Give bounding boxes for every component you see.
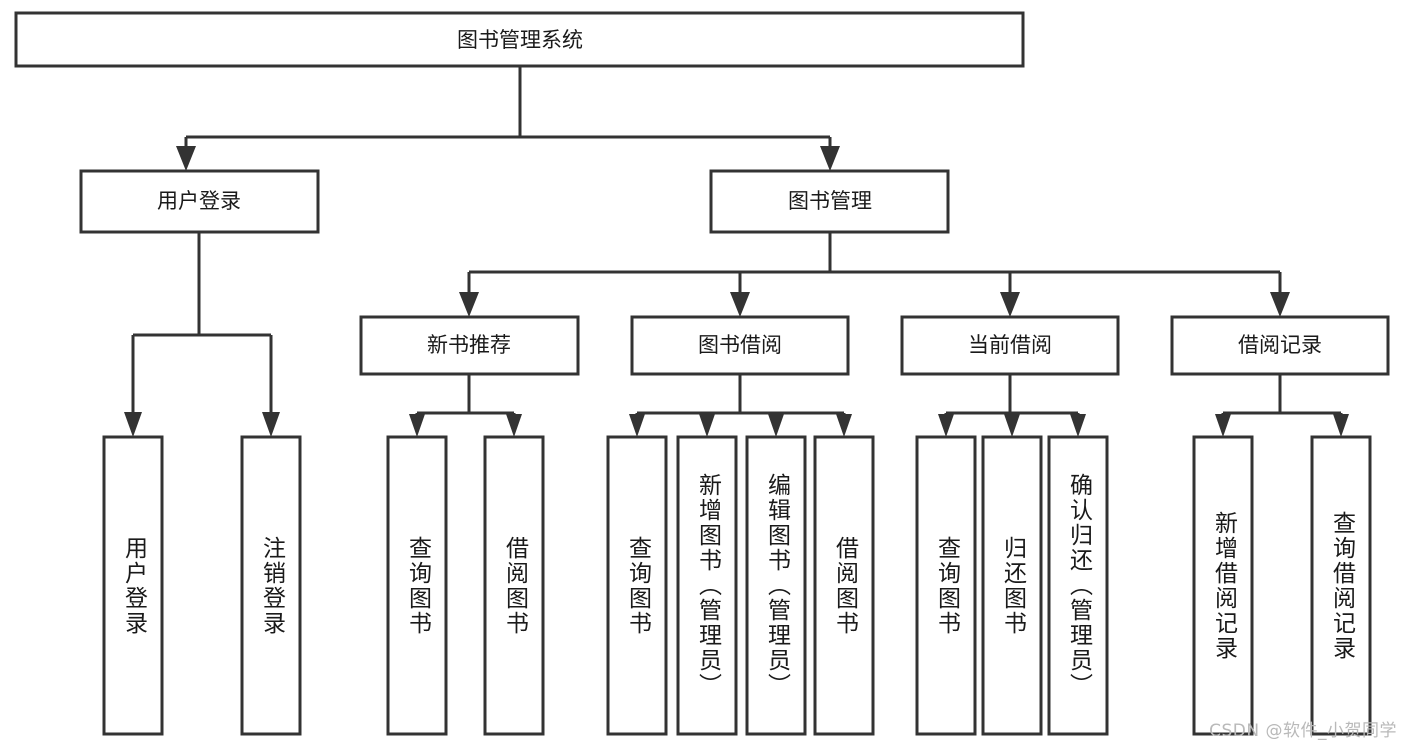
node-box-leaf-cb-query-book[interactable] (915, 435, 977, 736)
connector-group-book-manage (459, 232, 1290, 317)
node-root[interactable]: 图书管理系统 (14, 11, 1025, 68)
node-borrow-record[interactable]: 借阅记录 (1170, 315, 1390, 376)
arrow-head-cb-confirm-return (1070, 414, 1086, 437)
arrow-head-current-borrow (1000, 292, 1020, 317)
node-box-borrow-record[interactable] (1170, 315, 1390, 376)
node-box-leaf-nbr-query-book[interactable] (386, 435, 448, 736)
connector-group-borrow-record (1215, 374, 1349, 437)
node-box-leaf-br-add-record[interactable] (1192, 435, 1254, 736)
arrow-head-br-query-record (1333, 414, 1349, 437)
node-label-borrow-record: 借阅记录 (1238, 333, 1322, 357)
node-label-root: 图书管理系统 (457, 28, 583, 52)
arrow-head-book-manage (820, 146, 840, 171)
connector-group-book-borrow (629, 374, 852, 437)
arrow-head-cb-return-book (1004, 414, 1020, 437)
node-label-current-borrow: 当前借阅 (968, 333, 1052, 357)
node-box-current-borrow[interactable] (900, 315, 1120, 376)
arrow-head-leaf-user-login (124, 412, 142, 437)
node-label-book-manage: 图书管理 (788, 189, 872, 213)
node-box-leaf-bb-edit-book[interactable] (745, 435, 807, 736)
node-box-book-borrow[interactable] (630, 315, 850, 376)
node-box-leaf-bb-add-book[interactable] (676, 435, 738, 736)
arrow-head-br-add-record (1215, 414, 1231, 437)
node-label-book-borrow: 图书借阅 (698, 333, 782, 357)
node-label-user-login: 用户登录 (157, 189, 241, 213)
arrow-head-bb-add-book (699, 414, 715, 437)
arrow-head-leaf-logout (262, 412, 280, 437)
arrow-head-book-borrow (730, 292, 750, 317)
arrow-head-bb-edit-book (768, 414, 784, 437)
node-box-leaf-nbr-borrow-book[interactable] (483, 435, 545, 736)
node-box-book-manage[interactable] (709, 169, 950, 234)
node-box-user-login[interactable] (79, 169, 320, 234)
node-current-borrow[interactable]: 当前借阅 (900, 315, 1120, 376)
node-box-leaf-logout[interactable] (240, 435, 302, 736)
connector-group-user-login (124, 232, 280, 437)
node-new-book-rec[interactable]: 新书推荐 (359, 315, 580, 376)
node-book-manage[interactable]: 图书管理 (709, 169, 950, 234)
arrow-head-borrow-record (1270, 292, 1290, 317)
arrow-head-bb-query-book (629, 414, 645, 437)
arrow-head-nbr-borrow-book (506, 414, 522, 437)
node-label-new-book-rec: 新书推荐 (427, 333, 511, 357)
node-box-leaf-br-query-record[interactable] (1310, 435, 1372, 736)
connector-group-current-borrow (938, 374, 1086, 437)
node-box-leaf-cb-return-book[interactable] (981, 435, 1043, 736)
arrow-head-user-login (176, 146, 196, 171)
arrow-head-nbr-query-book (409, 414, 425, 437)
node-box-leaf-bb-borrow-book[interactable] (813, 435, 875, 736)
node-box-leaf-cb-confirm-return[interactable] (1047, 435, 1109, 736)
csdn-watermark: CSDN @软件_小贺同学 (1209, 721, 1397, 741)
node-box-root[interactable] (14, 11, 1025, 68)
node-user-login[interactable]: 用户登录 (79, 169, 320, 234)
arrow-head-bb-borrow-book (836, 414, 852, 437)
arrow-head-cb-query-book (938, 414, 954, 437)
connector-group-root (176, 66, 840, 171)
node-box-leaf-user-login[interactable] (102, 435, 164, 736)
node-box-new-book-rec[interactable] (359, 315, 580, 376)
connector-group-new-book-rec (409, 374, 522, 437)
arrow-head-new-book-rec (459, 292, 479, 317)
node-box-leaf-bb-query-book[interactable] (606, 435, 668, 736)
node-book-borrow[interactable]: 图书借阅 (630, 315, 850, 376)
